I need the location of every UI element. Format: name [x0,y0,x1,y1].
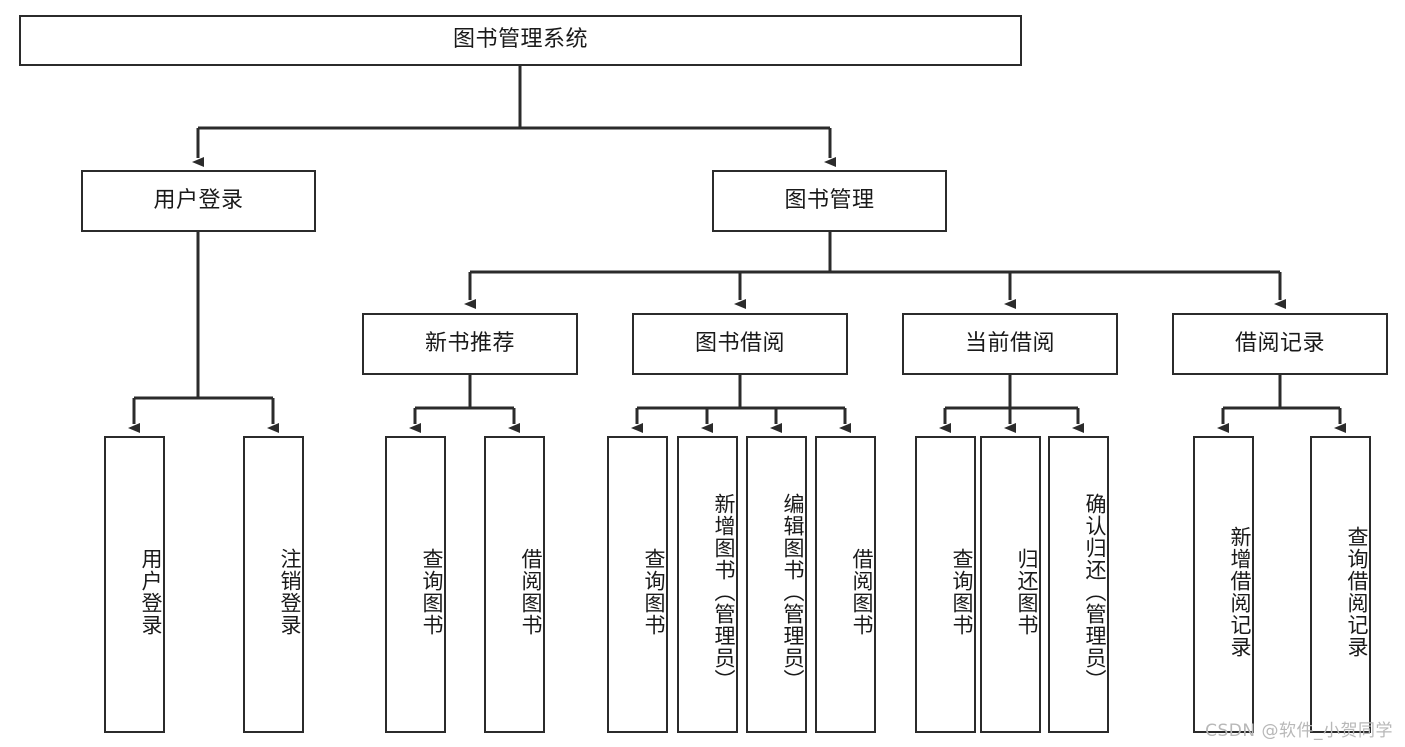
node-label: 借阅记录 [1234,330,1325,356]
csdn-watermark: CSDN @软件_小贺同学 [1205,721,1393,741]
node-current-borrow[interactable]: 当前借阅 [902,313,1118,375]
leaf-borrow-add-book-admin[interactable]: 新增图书（管理员） [677,436,738,733]
node-book-management[interactable]: 图书管理 [712,170,947,232]
node-label: 查询图书 [420,547,444,636]
node-root-book-management-system[interactable]: 图书管理系统 [19,15,1022,66]
leaf-current-query-book[interactable]: 查询图书 [915,436,976,733]
node-label: 归还图书 [1015,547,1039,636]
node-label: 查询图书 [642,547,666,636]
node-label: 新增图书（管理员） [712,492,736,691]
leaf-newbook-query-book[interactable]: 查询图书 [385,436,446,733]
node-label: 查询借阅记录 [1345,525,1369,658]
node-label: 确认归还（管理员） [1083,492,1107,691]
leaf-logout[interactable]: 注销登录 [243,436,304,733]
node-book-borrow[interactable]: 图书借阅 [632,313,848,375]
leaf-current-return-book[interactable]: 归还图书 [980,436,1041,733]
node-label: 编辑图书（管理员） [781,492,805,691]
leaf-borrow-query-book[interactable]: 查询图书 [607,436,668,733]
node-label: 新增借阅记录 [1228,525,1252,658]
node-label: 注销登录 [278,547,302,636]
node-label: 图书管理 [784,187,875,213]
node-label: 图书借阅 [694,330,785,356]
leaf-current-confirm-return-admin[interactable]: 确认归还（管理员） [1048,436,1109,733]
node-label: 借阅图书 [519,547,543,636]
node-user-login[interactable]: 用户登录 [81,170,316,232]
leaf-user-login[interactable]: 用户登录 [104,436,165,733]
node-label: 用户登录 [153,187,244,213]
node-label: 当前借阅 [964,330,1055,356]
node-borrow-record[interactable]: 借阅记录 [1172,313,1388,375]
leaf-borrow-borrow-book[interactable]: 借阅图书 [815,436,876,733]
node-label: 图书管理系统 [452,27,588,53]
leaf-record-add-borrow-record[interactable]: 新增借阅记录 [1193,436,1254,733]
node-new-book-recommend[interactable]: 新书推荐 [362,313,578,375]
leaf-borrow-edit-book-admin[interactable]: 编辑图书（管理员） [746,436,807,733]
node-label: 借阅图书 [850,547,874,636]
leaf-newbook-borrow-book[interactable]: 借阅图书 [484,436,545,733]
node-label: 用户登录 [139,547,163,636]
leaf-record-query-borrow-record[interactable]: 查询借阅记录 [1310,436,1371,733]
node-label: 查询图书 [950,547,974,636]
node-label: 新书推荐 [424,330,515,356]
